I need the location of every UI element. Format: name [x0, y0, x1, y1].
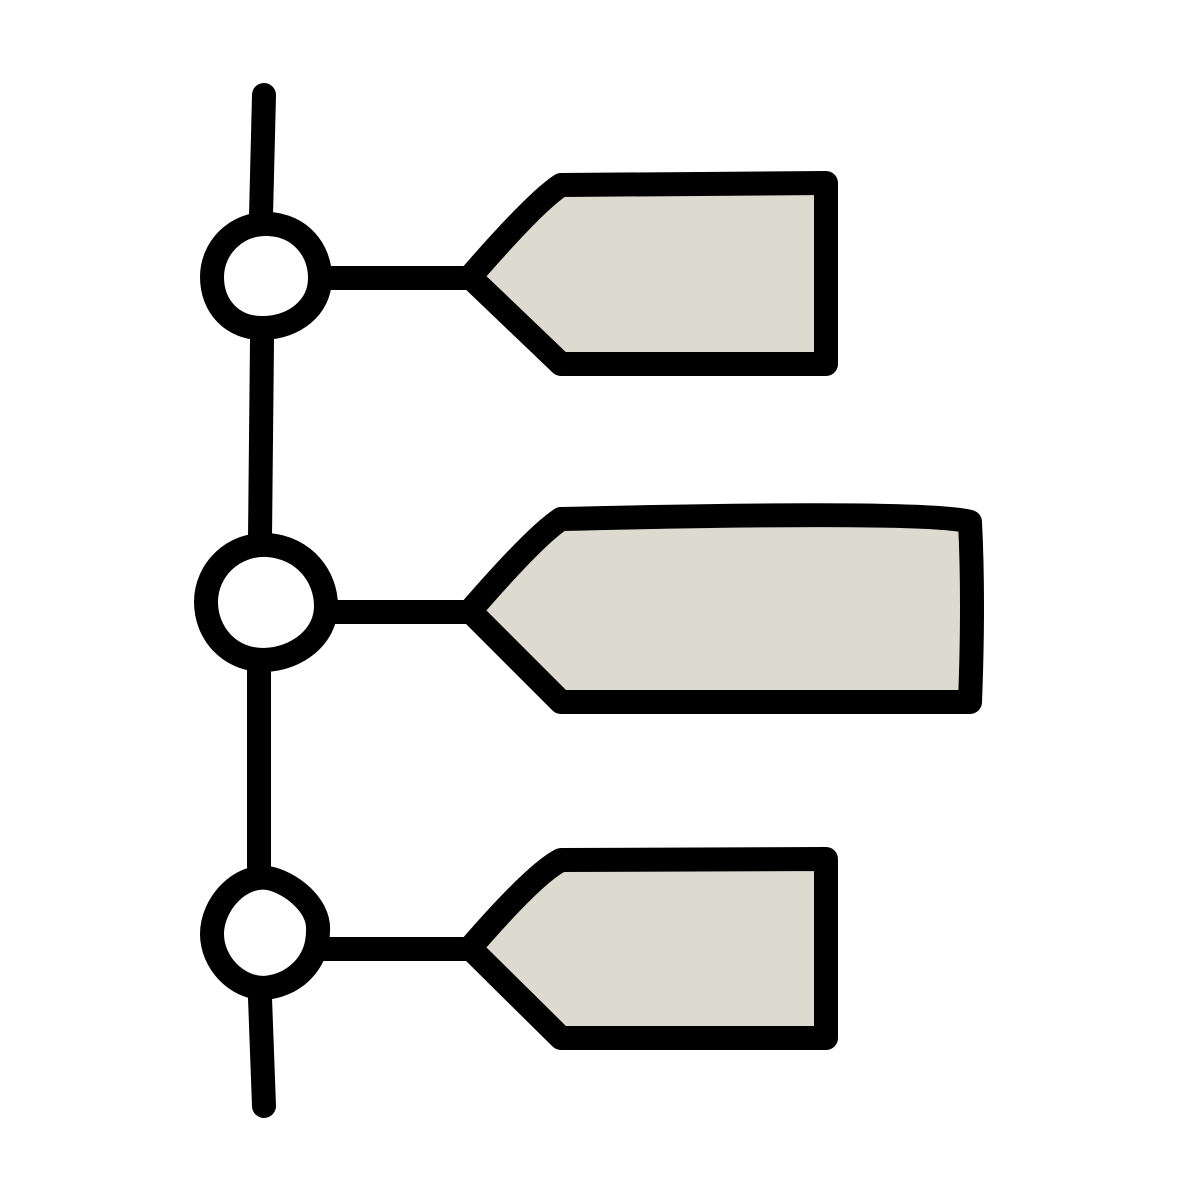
tag-shape-2 — [458, 503, 984, 714]
timeline-spine-top — [249, 83, 276, 228]
timeline-spine-bottom — [248, 986, 276, 1118]
circle-node-icon-2 — [193, 532, 339, 673]
timeline-spine-middle-upper — [248, 328, 274, 550]
tag-shape-1 — [458, 171, 838, 376]
circle-node-icon-3 — [199, 865, 330, 1001]
tag-shape-3 — [458, 847, 838, 1050]
circle-node-icon-1 — [199, 212, 333, 340]
